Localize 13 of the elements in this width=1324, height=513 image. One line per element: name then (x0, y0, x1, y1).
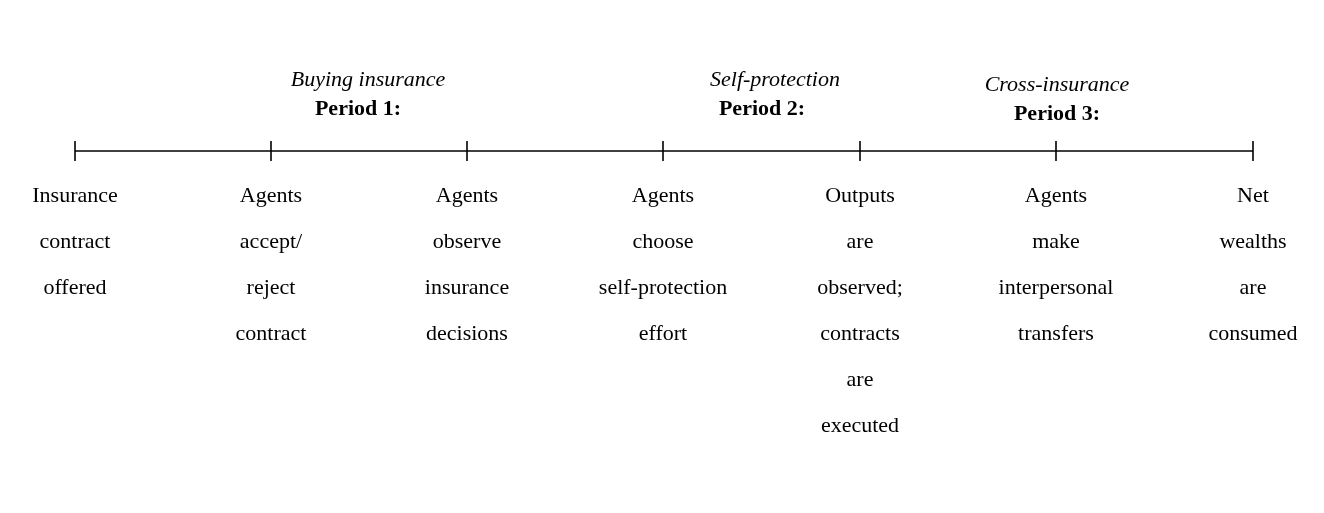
event-description: Outputs are observed; contracts are executed (817, 181, 903, 439)
period-heading: Period 3: (1013, 100, 1101, 126)
event-description: Agents choose self-protection effort (598, 181, 728, 347)
event-description: Agents observe insurance decisions (424, 181, 510, 347)
event-description: Net wealths are consumed (1208, 181, 1298, 347)
period-heading: Period 1: (314, 95, 402, 121)
period-subtitle: Self-protection (710, 66, 840, 92)
period-subtitle: Buying insurance (290, 66, 446, 92)
event-description: Agents accept/ reject contract (235, 181, 307, 347)
event-description: Agents make interpersonal transfers (998, 181, 1114, 347)
event-description: Insurance contract offered (32, 181, 118, 301)
period-heading: Period 2: (718, 95, 806, 121)
period-subtitle: Cross-insurance (984, 71, 1130, 97)
